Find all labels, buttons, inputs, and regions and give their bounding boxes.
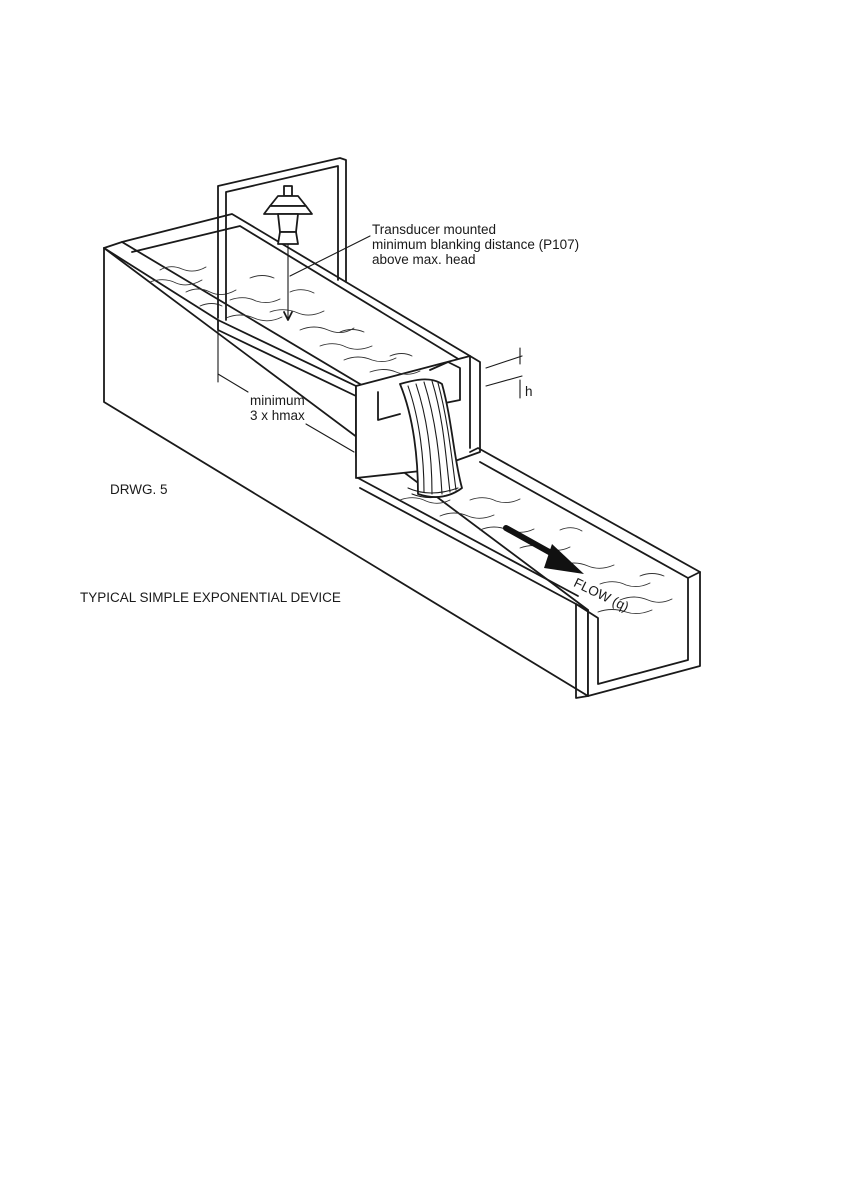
head-dimension [486,348,522,398]
upstream-channel [104,214,588,696]
transducer-label: Transducer mounted minimum blanking dist… [372,222,579,267]
transducer-label-line-3: above max. head [372,252,579,267]
minimum-distance-label: minimum 3 x hmax [250,393,305,423]
minimum-distance-line-2: 3 x hmax [250,408,305,423]
transducer-label-line-2: minimum blanking distance (P107) [372,237,579,252]
head-label: h [525,384,533,399]
transducer-icon [264,186,312,320]
drawing-caption: TYPICAL SIMPLE EXPONENTIAL DEVICE [80,590,341,605]
transducer-label-line-1: Transducer mounted [372,222,579,237]
drawing-number: DRWG. 5 [110,482,168,497]
minimum-distance-line-1: minimum [250,393,305,408]
